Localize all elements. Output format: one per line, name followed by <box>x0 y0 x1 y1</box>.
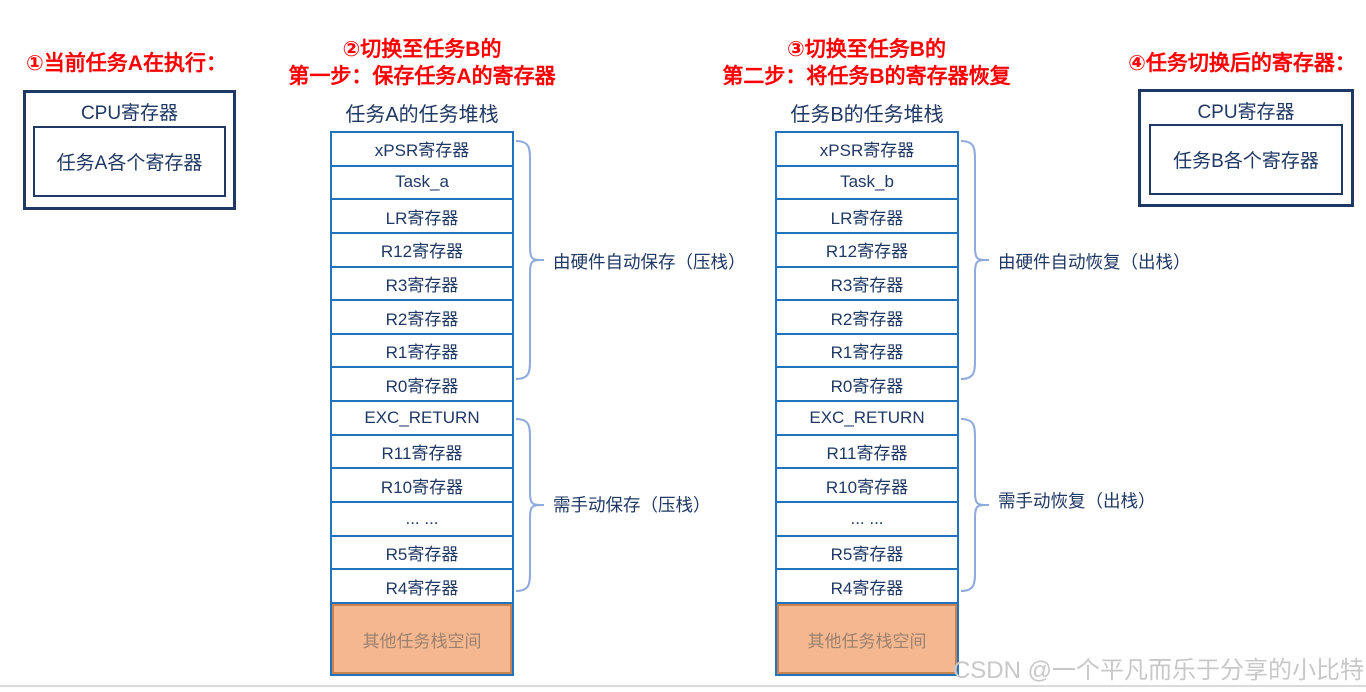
stack-cell: R11寄存器 <box>777 433 957 468</box>
stack-cell: LR寄存器 <box>777 198 957 232</box>
stack-cell: R2寄存器 <box>332 299 512 333</box>
stack-cell: R3寄存器 <box>332 265 512 300</box>
cpu-box-title: CPU寄存器 <box>1197 102 1295 123</box>
step3-title-line2: 第二步：将任务B的寄存器恢复 <box>722 65 1011 88</box>
hardware-restore-label: 由硬件自动恢复（出栈） <box>998 252 1191 272</box>
stack-cell: R0寄存器 <box>332 366 512 400</box>
step3-title-line1: ③切换至任务B的 <box>787 38 946 61</box>
stack-cell: R3寄存器 <box>777 265 957 300</box>
stack-cell: Task_b <box>777 164 957 199</box>
stack-cell: R10寄存器 <box>777 467 957 501</box>
step2-title: ②切换至任务B的 第一步：保存任务A的寄存器 <box>256 36 588 90</box>
stack-cell: R5寄存器 <box>332 534 512 569</box>
footer-divider <box>0 685 1366 687</box>
step2-title-line2: 第一步：保存任务A的寄存器 <box>288 65 556 88</box>
task-a-other-stack-space: 其他任务栈空间 <box>332 604 512 674</box>
stack-cell: R2寄存器 <box>777 299 957 333</box>
cpu-registers-box-task-b: CPU寄存器 任务B各个寄存器 <box>1138 89 1354 207</box>
hardware-save-brace-icon <box>514 139 548 381</box>
step4-title: ④任务切换后的寄存器： <box>1128 52 1356 75</box>
stack-cell: EXC_RETURN <box>777 400 957 434</box>
stack-cell: R1寄存器 <box>332 332 512 367</box>
stack-cell: xPSR寄存器 <box>374 141 470 161</box>
stack-cell: ... ... <box>777 501 957 535</box>
task-a-registers-label: 任务A各个寄存器 <box>33 126 226 197</box>
manual-restore-brace-icon <box>959 417 993 593</box>
stack-cell: Task_a <box>332 164 512 199</box>
manual-save-label: 需手动保存（压栈） <box>553 495 711 515</box>
task-b-registers-label: 任务B各个寄存器 <box>1149 124 1343 195</box>
cpu-registers-box-task-a: CPU寄存器 任务A各个寄存器 <box>23 90 236 210</box>
step1-title: ①当前任务A在执行： <box>26 52 227 75</box>
stack-cell: R4寄存器 <box>332 568 512 602</box>
stack-cell: EXC_RETURN <box>332 400 512 434</box>
stack-cell: R5寄存器 <box>777 534 957 569</box>
stack-cell: R12寄存器 <box>777 231 957 266</box>
stack-cell: LR寄存器 <box>332 198 512 232</box>
cpu-box-title: CPU寄存器 <box>80 103 179 124</box>
stack-cell: R0寄存器 <box>777 366 957 400</box>
manual-save-brace-icon <box>514 417 548 593</box>
stack-cell: R10寄存器 <box>332 467 512 501</box>
task-b-other-stack-space: 其他任务栈空间 <box>777 604 957 674</box>
stack-cell: ... ... <box>332 501 512 535</box>
manual-restore-label: 需手动恢复（出栈） <box>998 491 1156 511</box>
step2-title-line1: ②切换至任务B的 <box>342 38 502 61</box>
hardware-save-label: 由硬件自动保存（压栈） <box>553 252 746 272</box>
stack-cell: R1寄存器 <box>777 332 957 367</box>
task-b-stack-heading: 任务B的任务堆栈 <box>790 104 944 126</box>
hardware-restore-brace-icon <box>959 139 993 381</box>
stack-cell: R11寄存器 <box>332 433 512 468</box>
stack-cell: R12寄存器 <box>332 231 512 266</box>
csdn-watermark: CSDN @一个平凡而乐于分享的小比特 <box>952 657 1364 684</box>
step3-title: ③切换至任务B的 第二步：将任务B的寄存器恢复 <box>700 36 1033 90</box>
task-a-stack-heading: 任务A的任务堆栈 <box>345 104 499 126</box>
stack-cell: R4寄存器 <box>777 568 957 602</box>
stack-cell: xPSR寄存器 <box>819 141 915 161</box>
